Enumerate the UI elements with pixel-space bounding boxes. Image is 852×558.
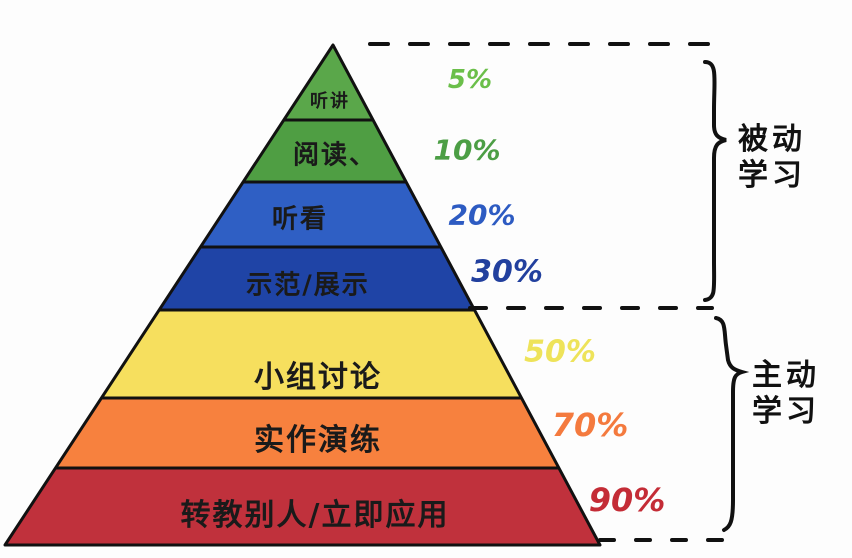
retention-10: 10% (433, 133, 501, 167)
pyramid-outline (3, 43, 602, 547)
active-brace (714, 316, 750, 532)
retention-70: 70% (551, 406, 629, 444)
pyramid-layer-1 (283, 45, 374, 120)
retention-90: 90% (588, 481, 666, 519)
layer-label-discussion: 小组讨论 (254, 360, 382, 395)
active-learning-label: 主动 学习 (752, 358, 826, 430)
passive-label-line1: 被动 (738, 122, 806, 157)
active-label-line2: 学习 (752, 394, 820, 429)
layer-label-audiovisual: 听看 (271, 204, 329, 235)
layer-label-practice: 实作演练 (254, 423, 382, 458)
retention-20: 20% (448, 198, 516, 232)
pyramid-layer-3 (200, 182, 441, 247)
pyramid-layer-5 (101, 310, 522, 398)
pyramid-layer-6 (55, 398, 559, 468)
retention-50: 50% (524, 334, 596, 370)
pyramid-layer-7 (5, 468, 600, 545)
retention-5: 5% (447, 65, 493, 95)
layer-label-demonstration: 示范/展示 (246, 270, 370, 301)
pyramid-layer-4 (159, 247, 475, 310)
passive-brace (703, 60, 727, 302)
layer-label-reading: 阅读、 (292, 140, 378, 171)
pyramid-layer-2 (243, 120, 407, 182)
passive-label-line2: 学习 (738, 158, 806, 193)
passive-learning-label: 被动 学习 (738, 122, 812, 194)
retention-30: 30% (471, 254, 543, 290)
layer-label-lecture: 听讲 (310, 91, 350, 112)
layer-label-teach-others: 转教别人/立即应用 (180, 498, 450, 533)
active-label-line1: 主动 (752, 358, 820, 393)
